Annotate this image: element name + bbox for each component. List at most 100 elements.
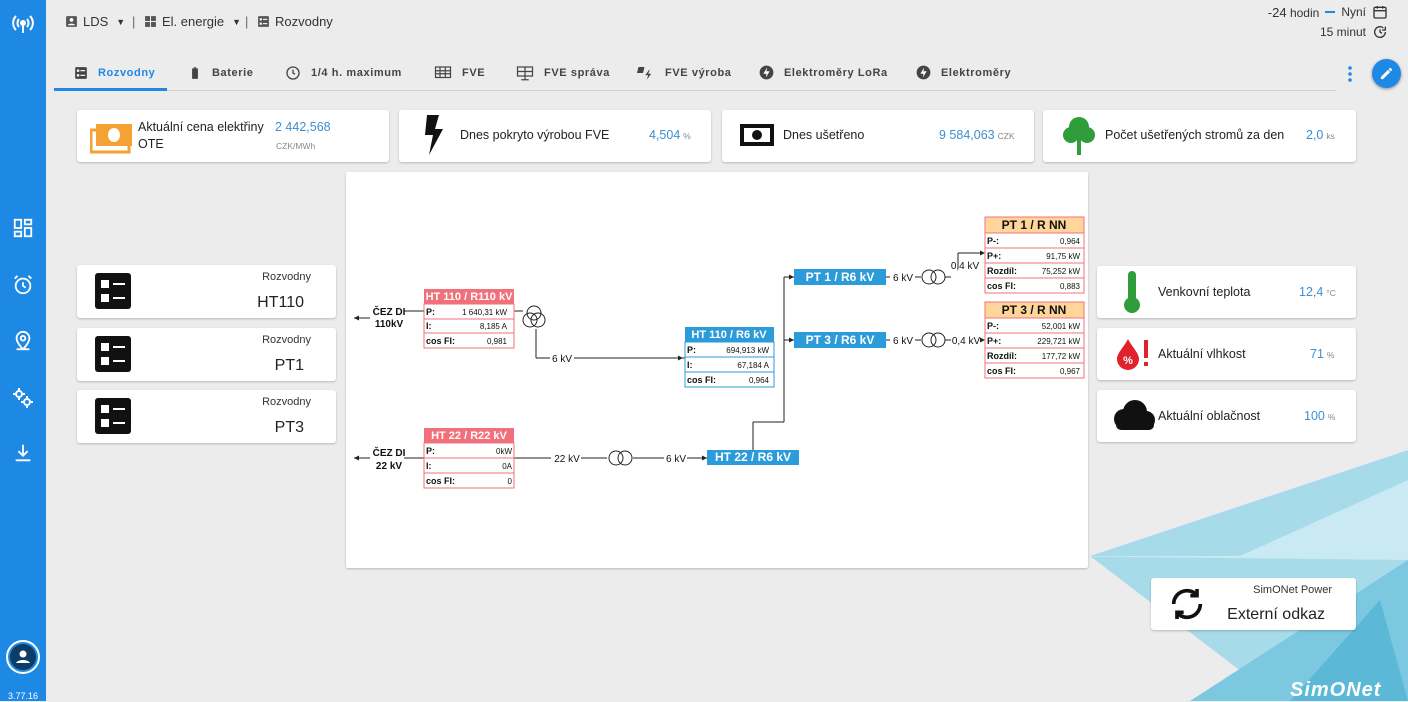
node-pt3-r6[interactable]: PT 3 / R6 kV <box>794 332 886 348</box>
download-icon[interactable] <box>11 441 35 465</box>
refresh-clock-icon[interactable] <box>1372 24 1388 40</box>
row-value: 229,721 kW <box>1037 337 1080 346</box>
row-value: 0,964 <box>749 376 770 385</box>
calendar-icon[interactable] <box>1372 4 1388 20</box>
node-pt1-nn[interactable]: PT 1 / R NN P-: 0,964 P+: 91,75 kW Rozdí… <box>984 216 1085 294</box>
saved-unit: CZK <box>997 131 1015 141</box>
switchboard-icon <box>75 66 87 79</box>
tab-elektromery[interactable]: Elektroměry <box>916 54 1011 91</box>
account-box-icon <box>66 16 77 27</box>
saved-label: Dnes ušetřeno <box>783 128 865 142</box>
node-ht22-r6[interactable]: HT 22 / R6 kV <box>707 450 799 465</box>
tab-quarter-max[interactable]: 1/4 h. maximum <box>285 54 402 91</box>
humidity-value-wrap: 71% <box>1310 347 1334 361</box>
humidity-label: Aktuální vlhkost <box>1158 347 1246 361</box>
card-title: Rozvodny <box>262 334 311 346</box>
row-value: 1 640,31 kW <box>462 308 507 317</box>
node-ht22-r22[interactable]: HT 22 / R22 kV P: 0kW I: 0A cos FI: 0 <box>423 428 515 489</box>
trees-value: 2,0 <box>1306 128 1324 142</box>
tab-fve-sprava[interactable]: FVE správa <box>516 54 610 91</box>
fve-value: 4,504 <box>649 128 681 142</box>
location-icon[interactable] <box>11 329 35 353</box>
edit-button[interactable] <box>1372 59 1401 88</box>
card-name: PT1 <box>274 357 304 374</box>
row-label: P: <box>687 345 696 355</box>
row-label: cos FI: <box>426 476 455 486</box>
row-label: P+: <box>987 336 1001 346</box>
node-title: PT 1 / R6 kV <box>806 270 875 284</box>
fve-value-wrap: 4,504% <box>649 128 691 142</box>
time-now: Nyní <box>1341 5 1366 19</box>
tab-elektromery-lora[interactable]: Elektroměry LoRa <box>759 54 888 91</box>
time-range-unit: hodin <box>1289 5 1320 20</box>
label-6kv-b: 6 kV <box>666 454 686 465</box>
cloud-icon <box>1114 400 1155 430</box>
breadcrumb-energy[interactable]: El. energie ▼ <box>144 14 241 29</box>
diagram-arrows <box>354 250 985 461</box>
node-title: HT 22 / R6 kV <box>715 450 791 464</box>
tab-rozvodny[interactable]: Rozvodny <box>74 54 155 91</box>
temp-value-wrap: 12,4°C <box>1299 285 1336 299</box>
lightning-icon <box>759 65 774 80</box>
alarm-icon[interactable] <box>11 273 35 297</box>
app-version: 3.77.16 <box>7 691 39 701</box>
temp-unit: °C <box>1326 288 1336 298</box>
switchboard-card-pt1[interactable]: Rozvodny PT1 <box>77 328 336 381</box>
lightning-bolt-icon <box>425 115 443 155</box>
price-source: OTE <box>138 137 164 151</box>
external-label: Externí odkaz <box>1227 606 1325 623</box>
card-title: Rozvodny <box>262 271 311 283</box>
saved-value: 9 584,063 <box>939 128 995 142</box>
interval-label: 15 minut <box>1319 25 1366 39</box>
breadcrumb-label: LDS <box>83 14 109 29</box>
node-pt3-nn[interactable]: PT 3 / R NN P-: 52,001 kW P+: 229,721 kW… <box>984 301 1085 379</box>
humidity-value: 71 <box>1310 347 1324 361</box>
node-pt1-r6[interactable]: PT 1 / R6 kV <box>794 269 886 285</box>
time-range[interactable]: -24 hodin Nyní <box>1268 4 1388 20</box>
breadcrumb-rozvodny[interactable]: Rozvodny <box>257 14 333 29</box>
humidity-alert-icon: % <box>1117 339 1148 370</box>
tab-label: FVE výroba <box>665 66 732 79</box>
breadcrumb-lds[interactable]: LDS ▼ <box>65 14 125 29</box>
external-title: SimONet Power <box>1253 584 1332 596</box>
user-avatar[interactable] <box>5 639 41 675</box>
clouds-unit: % <box>1327 412 1336 422</box>
switchboard-card-ht110[interactable]: Rozvodny HT110 <box>77 265 336 318</box>
node-ht110-r6[interactable]: HT 110 / R6 kV P: 694,913 kW I: 67,184 A… <box>684 327 775 388</box>
svg-text:%: % <box>1123 355 1133 367</box>
tab-fve-vyroba[interactable]: FVE výroba <box>637 54 732 91</box>
refresh-interval[interactable]: 15 minut <box>1320 24 1388 40</box>
cez110-line1: ČEZ DI <box>373 305 406 318</box>
row-value: 75,252 kW <box>1042 267 1081 276</box>
tab-fve[interactable]: FVE <box>434 54 485 91</box>
time-range-value: -24 <box>1267 4 1287 20</box>
switchboard-card-pt3[interactable]: Rozvodny PT3 <box>77 390 336 443</box>
diagram-canvas: ČEZ DI 110kV ČEZ DI 22 kV 6 kV 22 kV 6 k… <box>354 216 1085 489</box>
row-value: 8,185 A <box>480 322 508 331</box>
tab-label: Elektroměry LoRa <box>784 66 888 79</box>
row-value: 0,964 <box>1060 237 1081 246</box>
trees-label: Počet ušetřených stromů za den <box>1105 128 1285 142</box>
card-cloudiness: Aktuální oblačnost 100% <box>1097 390 1356 442</box>
temp-label: Venkovní teplota <box>1158 285 1251 299</box>
price-value: 2 442,568 <box>275 120 331 134</box>
tab-label: FVE správa <box>544 66 610 79</box>
row-label: P-: <box>987 236 999 246</box>
tab-baterie[interactable]: Baterie <box>188 54 254 91</box>
antenna-logo-icon[interactable] <box>11 12 35 36</box>
node-title: HT 22 / R22 kV <box>431 430 507 442</box>
row-value: 0 <box>508 477 513 486</box>
dashboard-icon[interactable] <box>11 216 35 240</box>
external-link-card[interactable]: SimONet Power Externí odkaz <box>1151 578 1356 630</box>
row-label: cos FI: <box>987 281 1016 291</box>
node-title: HT 110 / R6 kV <box>691 329 767 341</box>
more-menu-icon[interactable] <box>1343 64 1357 84</box>
grid-icon <box>145 16 156 27</box>
row-value: 67,184 A <box>737 361 769 370</box>
node-ht110-r110[interactable]: HT 110 / R110 kV P: 1 640,31 kW I: 8,185… <box>423 289 515 349</box>
fve-label: Dnes pokryto výrobou FVE <box>460 128 610 142</box>
settings-icon[interactable] <box>11 386 35 410</box>
switchboard-icon <box>95 336 131 372</box>
